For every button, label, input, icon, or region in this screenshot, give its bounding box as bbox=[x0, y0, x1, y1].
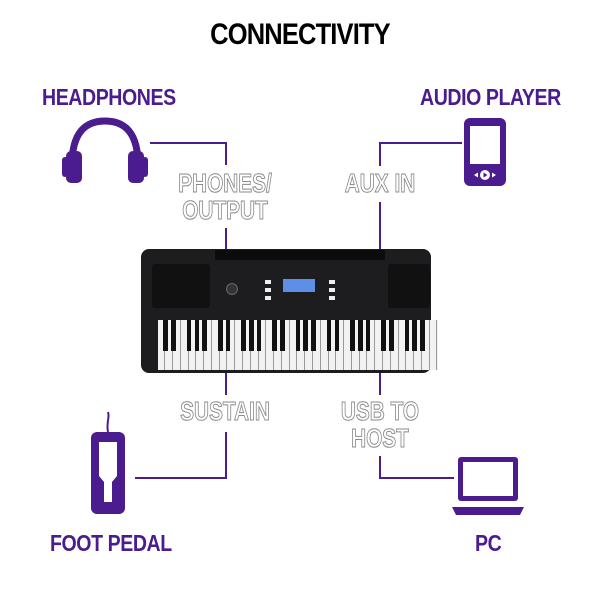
sustain-connector-lower bbox=[225, 432, 227, 479]
media-player-icon bbox=[464, 118, 506, 186]
usb-connector-upper bbox=[379, 373, 381, 395]
white-key bbox=[282, 320, 290, 370]
headphones-connector bbox=[150, 142, 227, 144]
white-key bbox=[337, 320, 345, 370]
black-key bbox=[357, 320, 363, 351]
phones-label-line1: PHONES/ bbox=[178, 168, 272, 198]
black-key bbox=[241, 320, 246, 351]
sustain-pedal-icon bbox=[91, 411, 125, 514]
black-key bbox=[381, 320, 386, 351]
black-key bbox=[326, 320, 332, 351]
black-key bbox=[334, 320, 340, 351]
foot-pedal-connector bbox=[135, 477, 227, 479]
phones-label-line2: OUTPUT bbox=[182, 195, 268, 225]
pc-connector bbox=[379, 477, 454, 479]
panel-buttons-left bbox=[265, 280, 271, 300]
black-key bbox=[272, 320, 277, 351]
usb-label-line2: HOST bbox=[351, 423, 410, 453]
laptop-icon bbox=[452, 457, 524, 515]
right-speaker bbox=[388, 264, 430, 308]
white-key bbox=[368, 320, 376, 370]
aux-connector-upper bbox=[379, 142, 381, 166]
page-title: CONNECTIVITY bbox=[210, 18, 391, 51]
black-key bbox=[303, 320, 309, 351]
audio-player-label: AUDIO PLAYER bbox=[420, 84, 561, 110]
pc-label: PC bbox=[475, 530, 502, 556]
audio-player-connector bbox=[379, 142, 462, 144]
music-rest bbox=[215, 250, 385, 260]
black-key bbox=[171, 320, 176, 351]
usb-connector-lower bbox=[379, 456, 381, 479]
usb-label-line1: USB TO bbox=[340, 396, 420, 426]
black-key bbox=[186, 320, 192, 351]
black-key bbox=[249, 320, 254, 351]
white-key bbox=[228, 320, 236, 370]
black-key bbox=[194, 320, 200, 351]
white-key bbox=[391, 320, 399, 370]
black-key bbox=[163, 320, 169, 351]
black-key bbox=[225, 320, 231, 351]
left-speaker bbox=[152, 264, 210, 308]
phones-connector-upper bbox=[225, 142, 227, 165]
piano-keys bbox=[158, 320, 438, 370]
dial-knob bbox=[226, 283, 238, 295]
black-key bbox=[202, 320, 207, 351]
aux-connector-lower bbox=[379, 202, 381, 250]
white-key bbox=[422, 320, 430, 370]
phones-output-port-label: PHONES/ OUTPUT bbox=[173, 168, 277, 225]
black-key bbox=[256, 320, 262, 351]
black-key bbox=[412, 320, 417, 351]
black-key bbox=[365, 320, 371, 351]
phones-connector-lower bbox=[225, 228, 227, 250]
white-key bbox=[205, 320, 212, 370]
headphones-icon bbox=[62, 117, 148, 183]
sustain-connector-upper bbox=[225, 373, 227, 395]
lcd-display bbox=[283, 279, 315, 292]
headphones-label: HEADPHONES bbox=[42, 84, 176, 110]
black-key bbox=[311, 320, 316, 351]
aux-in-port-label: AUX IN bbox=[344, 168, 416, 198]
usb-to-host-port-label: USB TO HOST bbox=[328, 396, 432, 453]
black-key bbox=[404, 320, 410, 351]
black-key bbox=[420, 320, 425, 351]
black-key bbox=[350, 320, 355, 351]
white-key bbox=[314, 320, 321, 370]
black-key bbox=[217, 320, 223, 351]
white-key bbox=[430, 320, 438, 370]
sustain-port-label: SUSTAIN bbox=[180, 396, 271, 426]
black-key bbox=[295, 320, 301, 351]
foot-pedal-label: FOOT PEDAL bbox=[50, 530, 172, 556]
black-key bbox=[389, 320, 394, 351]
panel-buttons-right bbox=[329, 280, 335, 300]
black-key bbox=[280, 320, 285, 351]
white-key bbox=[259, 320, 267, 370]
white-key bbox=[174, 320, 181, 370]
